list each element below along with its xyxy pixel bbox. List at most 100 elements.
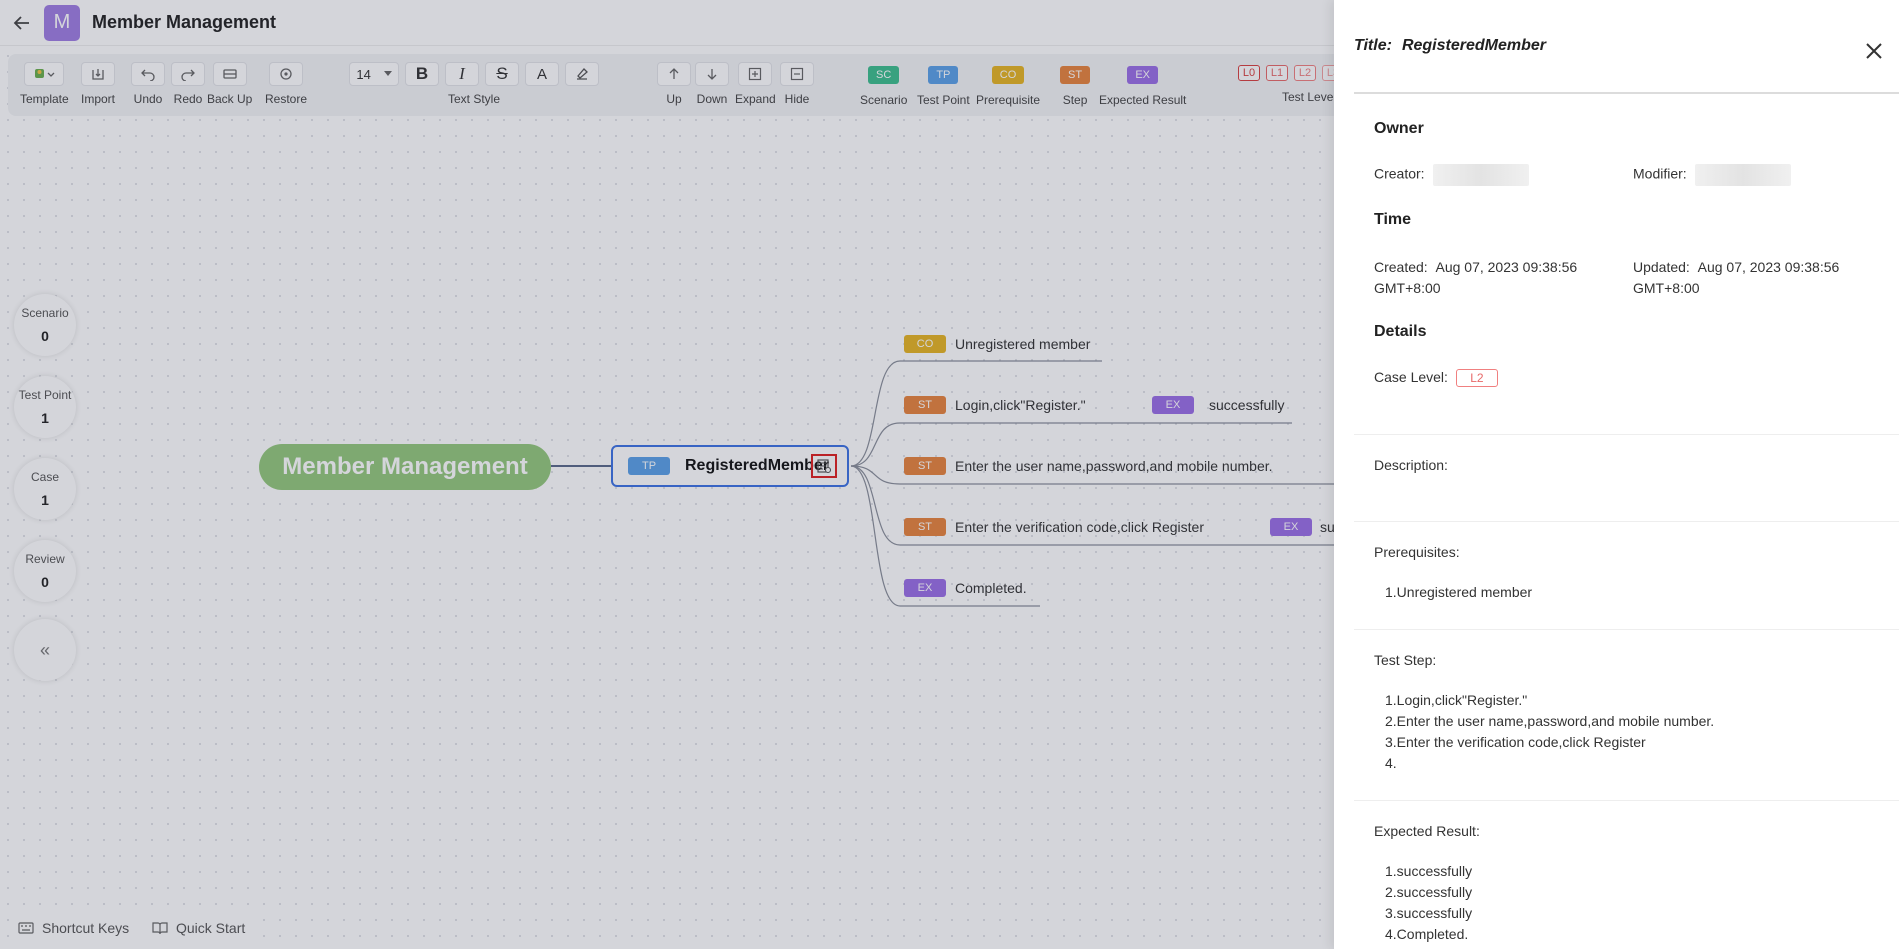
arrow-up-icon	[657, 62, 691, 86]
expected-result-node[interactable]: EX successfully	[1152, 390, 1284, 420]
down-label: Down	[696, 92, 728, 106]
test-step-label: Test Step:	[1374, 652, 1437, 668]
list-item: 1.Unregistered member	[1385, 584, 1533, 600]
node-text: su	[1320, 519, 1335, 535]
hide-button[interactable]: Hide	[780, 54, 814, 106]
expected-result-tag-button[interactable]: EX Expected Result	[1099, 54, 1186, 107]
stat-label: Test Point	[18, 388, 72, 402]
stat-value: 1	[41, 410, 49, 426]
stat-label: Scenario	[21, 306, 69, 320]
description-label: Description:	[1374, 457, 1448, 473]
strikethrough-icon[interactable]: S	[485, 62, 519, 86]
level-l1-button[interactable]: L1	[1266, 65, 1288, 81]
quick-start-button[interactable]: Quick Start	[144, 914, 254, 942]
time-heading: Time	[1374, 211, 1412, 228]
collapse-panel-button[interactable]: «	[14, 619, 76, 681]
node-text: Completed.	[955, 580, 1027, 596]
created-field: Created: Aug 07, 2023 09:38:56 GMT+8:00	[1374, 257, 1577, 299]
stat-value: 0	[41, 574, 49, 590]
node-text: Login,click"Register."	[955, 397, 1086, 413]
level-l2-button[interactable]: L2	[1294, 65, 1316, 81]
list-item: 2.successfully	[1385, 884, 1473, 900]
list-item: 4.	[1385, 755, 1397, 771]
level-l0-button[interactable]: L0	[1238, 65, 1260, 81]
step-node[interactable]: ST Enter the user name,password,and mobi…	[904, 451, 1273, 481]
stat-label: Review	[25, 552, 65, 566]
divider	[1354, 521, 1899, 522]
root-node[interactable]: Member Management	[259, 444, 551, 490]
up-label: Up	[666, 92, 682, 106]
restore-button[interactable]: Restore	[265, 54, 307, 106]
ex-tag: EX	[904, 579, 946, 597]
shortcut-keys-label: Shortcut Keys	[42, 920, 130, 936]
list-item: 4.Completed.	[1385, 926, 1469, 942]
backup-button[interactable]: Back Up	[207, 54, 252, 106]
test-point-title: RegisteredMember	[685, 457, 830, 474]
italic-icon[interactable]: I	[445, 62, 479, 86]
modifier-field: Modifier:	[1633, 164, 1791, 186]
close-icon	[1866, 43, 1882, 59]
expected-result-node[interactable]: EX Completed.	[904, 573, 1027, 603]
chevron-down-icon	[383, 71, 392, 76]
details-heading: Details	[1374, 323, 1427, 340]
created-value: Aug 07, 2023 09:38:56	[1435, 259, 1578, 275]
co-tag: CO	[991, 66, 1025, 84]
title-value: RegisteredMember	[1401, 37, 1546, 54]
arrow-left-icon	[13, 15, 29, 30]
down-button[interactable]: Down	[695, 54, 729, 106]
test-point-node[interactable]: TP RegisteredMember	[611, 445, 849, 487]
close-button[interactable]	[1863, 40, 1887, 64]
case-detail-button[interactable]	[811, 454, 837, 478]
st-tag: ST	[904, 396, 946, 414]
divider	[1354, 800, 1899, 801]
restore-label: Restore	[265, 92, 308, 106]
import-button[interactable]: Import	[81, 54, 115, 106]
expand-icon	[738, 62, 773, 86]
prerequisite-tag-button[interactable]: CO Prerequisite	[976, 54, 1040, 107]
st-tag: ST	[904, 518, 946, 536]
up-button[interactable]: Up	[657, 54, 691, 106]
node-text: Enter the user name,password,and mobile …	[955, 458, 1273, 474]
font-color-icon[interactable]: A	[525, 62, 559, 86]
bold-icon[interactable]: B	[405, 62, 439, 86]
expand-label: Expand	[735, 92, 776, 106]
document-detail-icon	[817, 459, 832, 474]
stat-value: 0	[41, 328, 49, 344]
test-level-label: Test Level	[1282, 90, 1337, 104]
step-node[interactable]: ST Login,click"Register."	[904, 390, 1086, 420]
font-size-value: 14	[356, 66, 371, 82]
updated-timezone: GMT+8:00	[1633, 280, 1700, 296]
ex-tag: EX	[1127, 66, 1159, 84]
scenario-tag-button[interactable]: SC Scenario	[860, 54, 907, 107]
stat-label: Case	[30, 470, 59, 484]
tp-tag: TP	[928, 66, 959, 84]
avatar: M	[44, 4, 80, 41]
undo-button[interactable]: Undo	[131, 54, 165, 106]
template-button[interactable]: Template	[20, 54, 69, 106]
stat-value: 1	[41, 492, 49, 508]
undo-label: Undo	[133, 92, 163, 106]
divider	[1354, 434, 1899, 435]
stat-scenario: Scenario 0	[14, 294, 76, 356]
shortcut-keys-button[interactable]: Shortcut Keys	[10, 914, 138, 942]
expected-result-label: Expected Result:	[1374, 823, 1480, 839]
highlight-icon[interactable]	[565, 62, 599, 86]
keyboard-icon	[18, 922, 34, 934]
back-button[interactable]	[12, 13, 32, 33]
step-node[interactable]: ST Enter the verification code,click Reg…	[904, 512, 1204, 542]
expand-button[interactable]: Expand	[735, 54, 776, 106]
test-point-label: Test Point	[917, 93, 970, 107]
font-size-select[interactable]: 14	[349, 62, 399, 86]
co-tag: CO	[904, 335, 946, 353]
prerequisite-node[interactable]: CO Unregistered member	[904, 329, 1090, 359]
step-tag-button[interactable]: ST Step	[1060, 54, 1091, 107]
redo-button[interactable]: Redo	[171, 54, 205, 106]
quick-start-label: Quick Start	[176, 920, 246, 936]
expected-result-node[interactable]: EX su	[1270, 512, 1335, 542]
stat-test-point: Test Point 1	[14, 376, 76, 438]
modal-overlay[interactable]	[0, 0, 1334, 949]
test-point-tag-button[interactable]: TP Test Point	[917, 54, 970, 107]
st-tag: ST	[1060, 66, 1091, 84]
modifier-value-redacted	[1694, 164, 1791, 186]
collapse-icon	[780, 62, 814, 86]
